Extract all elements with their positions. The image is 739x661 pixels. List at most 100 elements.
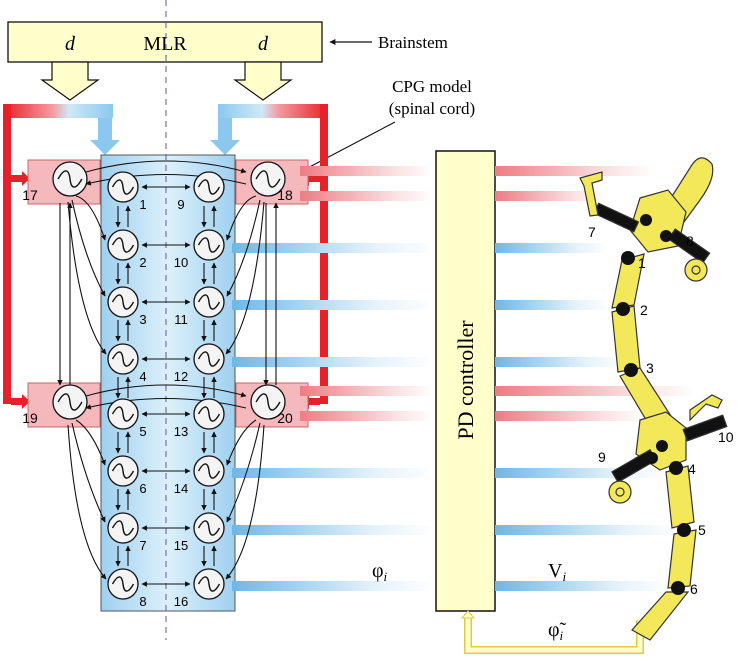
sine-wave-icon [111,520,135,536]
robot-joint-layer [616,214,691,595]
oscillator-7: 7 [107,512,147,553]
oscillator-label: 18 [277,187,293,203]
mlr-label: MLR [143,33,187,55]
cpg-annotation: CPG model (spinal cord) [299,77,475,173]
cpg-label-line2: (spinal cord) [389,99,475,118]
robot-joint-label-6: 6 [690,581,698,597]
oscillator-label: 1 [139,197,146,212]
robot-joint [640,214,652,226]
cpg-couplings [57,160,279,587]
robot-joint-label-1: 1 [638,255,646,271]
robot-joint [669,461,683,475]
robot-joint [624,363,638,377]
robot-labels: 1 2 3 4 5 6 7 8 9 10 [588,224,734,597]
sine-wave-icon [255,393,281,411]
drive-label-left: d [65,33,76,55]
robot-limb-label-7: 7 [588,224,596,240]
oscillator-14: 14 [174,455,225,496]
oscillator-6: 6 [107,455,147,496]
oscillator-label: 19 [22,410,38,426]
oscillator-label: 6 [139,481,146,496]
robot-joint-label-4: 4 [688,461,696,477]
sine-wave-icon [111,294,135,310]
cpg-output-arrows [232,166,434,591]
sine-wave-icon [57,393,83,411]
oscillator-3: 3 [107,286,147,327]
sine-wave-icon [111,179,135,195]
oscillator-16: 16 [174,568,225,609]
oscillator-15: 15 [174,512,225,553]
phase-signal-label: φi [372,560,388,584]
drive-label-right: d [258,33,269,55]
oscillator-label: 8 [139,594,146,609]
sine-wave-icon [111,463,135,479]
sine-wave-icon [111,351,135,367]
oscillator-18: 18 [250,161,293,203]
robot-limb-label-9: 9 [598,449,606,465]
oscillator-label: 17 [22,187,38,203]
drive-wires-left [3,104,120,409]
oscillator-label: 5 [139,424,146,439]
oscillator-12: 12 [174,343,225,384]
sine-wave-icon [197,463,221,479]
oscillator-label: 16 [174,594,188,609]
sine-wave-icon [197,179,221,195]
oscillator-20: 20 [250,384,293,426]
sine-wave-icon [197,294,221,310]
oscillator-11: 11 [174,286,225,327]
sine-wave-icon [111,237,135,253]
salamander-robot [579,157,728,641]
cpg-label-line1: CPG model [392,77,472,96]
oscillator-label: 4 [139,369,146,384]
oscillator-label: 13 [174,424,188,439]
robot-limb-label-10: 10 [718,429,734,445]
oscillator-label: 7 [139,538,146,553]
oscillator-label: 9 [177,197,184,212]
oscillator-label: 2 [139,255,146,270]
sine-wave-icon [197,237,221,253]
mlr-arrow-right [233,61,293,101]
oscillator-9: 9 [177,171,225,212]
sine-wave-icon [197,351,221,367]
brainstem-label: Brainstem [378,33,448,52]
robot-joint [677,523,691,537]
pd-controller: PD controller [435,150,496,612]
sine-wave-icon [111,406,135,422]
sine-wave-icon [111,576,135,592]
sine-wave-icon [197,406,221,422]
oscillator-label: 14 [174,481,188,496]
oscillator-label: 15 [174,538,188,553]
robot-joint-label-2: 2 [640,302,648,318]
oscillator-1: 1 [107,171,147,212]
oscillator-label: 11 [174,312,188,327]
robot-limb-label-8: 8 [686,233,694,249]
oscillator-label: 3 [139,312,146,327]
robot-joint [616,302,630,316]
robot-joint-label-5: 5 [698,522,706,538]
robot-joint-label-3: 3 [646,360,654,376]
oscillator-label: 12 [174,369,188,384]
oscillator-5: 5 [107,398,147,439]
robot-joint [660,230,672,242]
robot-joint [656,440,668,452]
robot-joint [671,581,685,595]
voltage-signal-label: Vi [548,560,566,584]
robot-joint [646,452,658,464]
pd-controller-label: PD controller [453,320,478,440]
oscillator-13: 13 [174,398,225,439]
sine-wave-icon [255,170,281,188]
oscillator-17: 17 [22,161,88,203]
sine-wave-icon [197,576,221,592]
oscillator-4: 4 [107,343,147,384]
oscillator-10: 10 [174,229,225,270]
feedback-signal-label: φ̃i [548,619,567,643]
sine-wave-icon [57,170,83,188]
mlr-block: MLR d d [7,21,323,101]
brainstem-annotation: Brainstem [329,33,448,52]
robot-joint [621,251,635,265]
mlr-arrow-left [40,61,100,101]
oscillator-19: 19 [22,384,88,426]
oscillator-2: 2 [107,229,147,270]
